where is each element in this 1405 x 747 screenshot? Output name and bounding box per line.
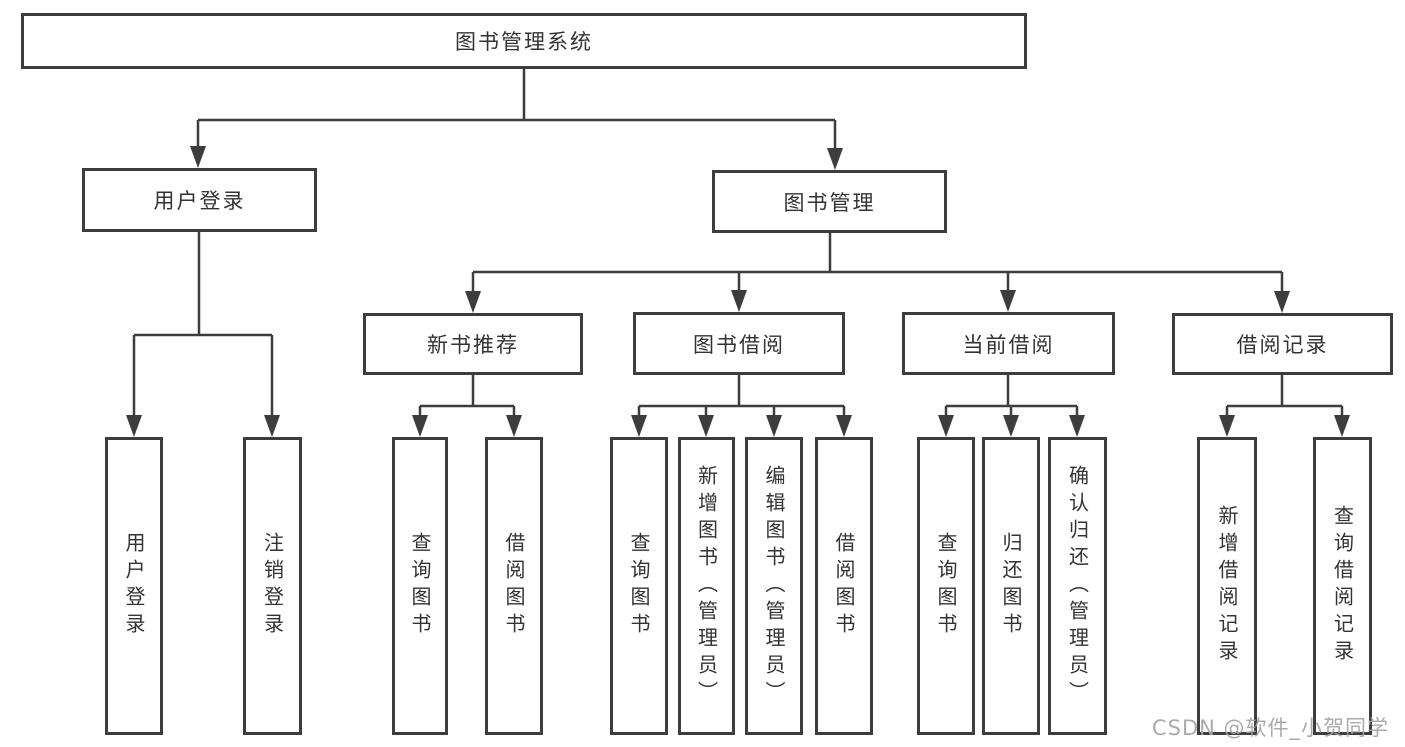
node-current-borrowing: 当前借阅 [902,312,1115,375]
leaf-add-books-admin: 新增图书（管理员） [678,437,735,735]
node-user-login: 用户登录 [82,168,317,232]
csdn-watermark: CSDN @软件_小贺同学 [1152,716,1390,740]
node-new-book-recommendation: 新书推荐 [363,313,583,375]
node-book-borrowing: 图书借阅 [633,312,845,375]
leaf-edit-books-admin: 编辑图书（管理员） [745,437,803,735]
leaf-confirm-return-admin: 确认归还（管理员） [1048,437,1107,735]
leaf-add-borrowing-record: 新增借阅记录 [1197,437,1257,735]
leaf-user-login: 用户登录 [105,437,163,735]
node-library-management-system: 图书管理系统 [21,13,1027,69]
leaf-borrow-books-2: 借阅图书 [815,437,873,735]
leaf-logout: 注销登录 [243,437,302,735]
leaf-query-books-3: 查询图书 [917,437,975,735]
leaf-query-books-1: 查询图书 [392,437,448,735]
leaf-return-books: 归还图书 [982,437,1040,735]
arrowheads [126,146,1350,437]
leaf-borrow-books-1: 借阅图书 [485,437,543,735]
node-book-management: 图书管理 [712,170,947,233]
leaf-query-borrowing-record: 查询借阅记录 [1313,437,1372,735]
node-borrowing-records: 借阅记录 [1172,313,1393,375]
leaf-query-books-2: 查询图书 [610,437,668,735]
